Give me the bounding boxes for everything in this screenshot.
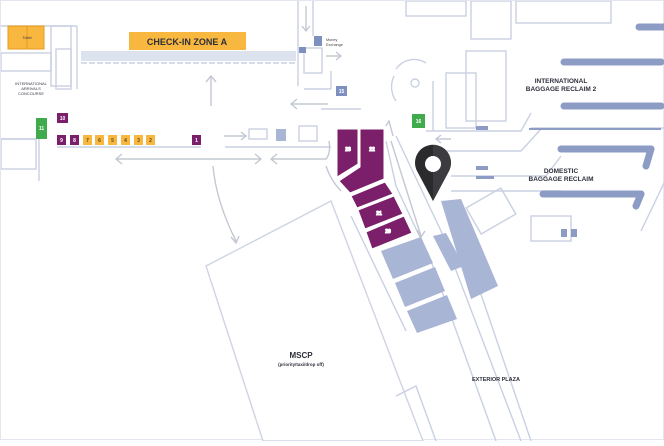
money-exchange[interactable]: Money Exchange: [299, 36, 343, 53]
svg-text:BAGGAGE RECLAIM: BAGGAGE RECLAIM: [529, 176, 594, 183]
zone-20[interactable]: 20: [365, 215, 413, 250]
svg-text:8: 8: [73, 138, 76, 144]
svg-text:1: 1: [195, 138, 198, 144]
svg-text:DOMESTIC: DOMESTIC: [544, 168, 579, 175]
svg-text:11: 11: [39, 126, 45, 132]
svg-text:7: 7: [86, 138, 89, 144]
svg-text:3: 3: [137, 138, 140, 144]
booth-1[interactable]: 1: [192, 135, 201, 145]
booth-3[interactable]: 3: [134, 135, 143, 145]
svg-text:23: 23: [345, 147, 351, 153]
svg-text:5: 5: [111, 138, 114, 144]
arrivals-concourse-label: INTERNATIONAL ARRIVALS CONCOURSE: [15, 81, 47, 96]
svg-text:21: 21: [376, 211, 382, 217]
svg-text:2: 2: [149, 138, 152, 144]
svg-text:INTERNATIONAL: INTERNATIONAL: [15, 81, 47, 86]
svg-text:INTERNATIONAL: INTERNATIONAL: [535, 78, 588, 85]
booth-4[interactable]: 4: [121, 135, 130, 145]
svg-text:16: 16: [416, 119, 422, 125]
zone-22[interactable]: 22: [338, 128, 385, 194]
svg-text:6: 6: [98, 138, 101, 144]
booth-10[interactable]: 10: [57, 113, 68, 123]
zone-21[interactable]: 21: [357, 195, 404, 230]
exterior-plaza-label: EXTERIOR PLAZA: [472, 377, 520, 383]
svg-text:(priority/taxi/drop off): (priority/taxi/drop off): [278, 362, 324, 367]
svg-text:ARRIVALS: ARRIVALS: [21, 86, 41, 91]
zone-23[interactable]: 23: [336, 128, 359, 178]
booth-15[interactable]: 15: [336, 86, 347, 96]
location-pin-icon[interactable]: [415, 144, 451, 201]
svg-text:15: 15: [339, 89, 345, 95]
intl-baggage-reclaim-label: INTERNATIONAL BAGGAGE RECLAIM 2: [526, 78, 597, 93]
booth-11[interactable]: 11: [36, 118, 47, 139]
money-exchange-label-1: Money: [326, 38, 337, 42]
svg-text:20: 20: [385, 229, 391, 235]
booth-5[interactable]: 5: [108, 135, 117, 145]
svg-text:4: 4: [124, 138, 127, 144]
mscp-label: MSCP (priority/taxi/drop off): [278, 351, 324, 367]
toilet-label: Toilet: [22, 35, 32, 40]
checkin-zone-a[interactable]: CHECK-IN ZONE A: [129, 32, 246, 50]
direction-arrows: [114, 6, 451, 245]
booth-2[interactable]: 2: [146, 135, 155, 145]
booth-8[interactable]: 8: [70, 135, 79, 145]
booth-6[interactable]: 6: [95, 135, 104, 145]
svg-text:MSCP: MSCP: [289, 351, 313, 360]
domestic-baggage-reclaim-label: DOMESTIC BAGGAGE RECLAIM: [529, 168, 594, 183]
svg-text:22: 22: [369, 147, 375, 153]
booth-16[interactable]: 16: [412, 114, 425, 128]
zone-unnumbered[interactable]: [350, 181, 394, 209]
booths: 11 10 9 8 7 6 5 4 3 2 1 15 16: [36, 86, 425, 145]
svg-text:10: 10: [60, 116, 66, 122]
checkin-zone-label: CHECK-IN ZONE A: [147, 37, 228, 47]
baggage-carousels: [529, 23, 664, 210]
parking-blocks: [381, 199, 498, 333]
svg-text:CONCOURSE: CONCOURSE: [18, 91, 44, 96]
toilet[interactable]: Toilet: [7, 25, 45, 50]
svg-text:9: 9: [60, 138, 63, 144]
purple-zones: 23 22 21 20: [336, 128, 413, 250]
svg-text:BAGGAGE RECLAIM 2: BAGGAGE RECLAIM 2: [526, 86, 597, 93]
money-exchange-label-2: Exchange: [326, 43, 343, 47]
booth-7[interactable]: 7: [83, 135, 92, 145]
booth-9[interactable]: 9: [57, 135, 66, 145]
